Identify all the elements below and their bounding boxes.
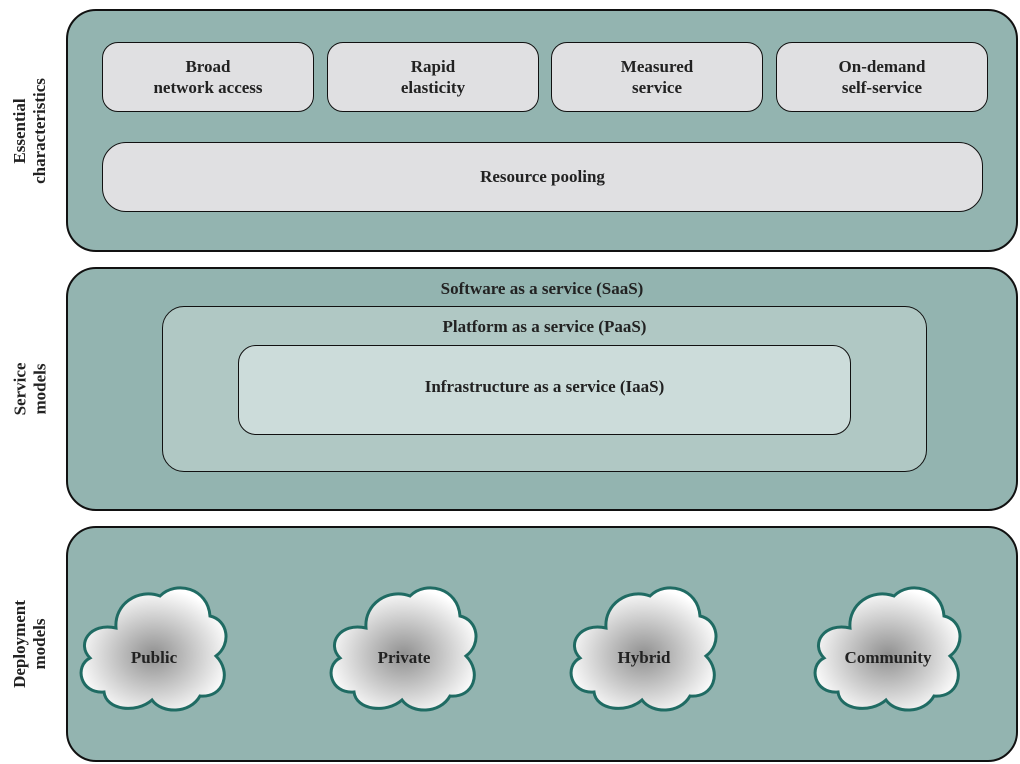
private-label: Private bbox=[377, 648, 431, 667]
public-cloud: Public bbox=[76, 580, 232, 716]
rapid-elasticity-box: Rapid elasticity bbox=[327, 42, 539, 112]
cloud-icon bbox=[569, 586, 718, 712]
measured-service-box: Measured service bbox=[551, 42, 763, 112]
resource-pooling-box: Resource pooling bbox=[102, 142, 983, 212]
hybrid-cloud: Hybrid bbox=[566, 580, 722, 716]
deployment-models-panel: Public Private Hybrid bbox=[66, 526, 1018, 762]
hybrid-label: Hybrid bbox=[617, 648, 671, 667]
broad-network-access-box: Broad network access bbox=[102, 42, 314, 112]
private-cloud: Private bbox=[326, 580, 482, 716]
deployment-models-label: Deployment models bbox=[10, 600, 50, 688]
service-models-panel: Software as a service (SaaS) Platform as… bbox=[66, 267, 1018, 511]
paas-title: Platform as a service (PaaS) bbox=[442, 317, 647, 336]
on-demand-self-service-box: On-demand self-service bbox=[776, 42, 988, 112]
service-models-label: Service models bbox=[9, 362, 49, 416]
cloud-icon bbox=[813, 586, 962, 712]
public-label: Public bbox=[130, 648, 178, 667]
essential-characteristics-panel: Broad network access Rapid elasticity Me… bbox=[66, 9, 1018, 252]
cloud-icon bbox=[79, 586, 228, 712]
community-label: Community bbox=[844, 648, 932, 667]
paas-box: Platform as a service (PaaS) Infrastruct… bbox=[162, 306, 927, 472]
community-cloud: Community bbox=[810, 580, 966, 716]
essential-characteristics-label: Essential characteristics bbox=[10, 77, 50, 184]
saas-title: Software as a service (SaaS) bbox=[440, 279, 644, 298]
iaas-box: Infrastructure as a service (IaaS) bbox=[238, 345, 851, 435]
cloud-icon bbox=[329, 586, 478, 712]
